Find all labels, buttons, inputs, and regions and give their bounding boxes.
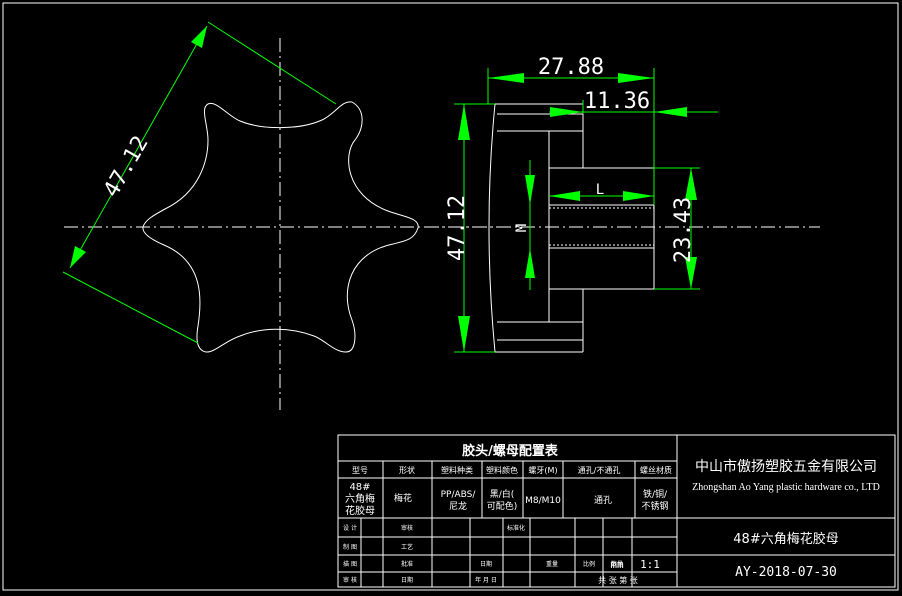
sign-cell-1-2: 工艺 (401, 543, 413, 551)
config-header-4: 螺牙(M) (528, 465, 557, 475)
sign-cell-0-5: 标准化 (507, 524, 525, 532)
config-header-3: 塑料颜色 (486, 465, 518, 475)
material-cell-line1: PP/ABS/ (441, 490, 477, 500)
model-cell-line1: 48# (349, 482, 370, 493)
sign-cell-2-4: 日期 (480, 560, 492, 568)
sign-cell-2-0: 描 图 (343, 560, 357, 568)
sign-cell-3-0: 审 核 (343, 576, 357, 584)
screw-cell-line2: 不锈钢 (641, 500, 668, 512)
sign-cell-0-2: 审核 (401, 524, 413, 532)
thread-cell: M8/M10 (525, 496, 561, 506)
model-cell-line3: 花胶母 (345, 504, 375, 517)
dim-length-total-value: 27.88 (538, 55, 604, 80)
dim-thread-size-label: M (514, 224, 530, 232)
dim-ext-line-top (207, 21, 337, 105)
material-cell-line2: 尼龙 (449, 500, 467, 512)
sign-cell-2-6: 重量 (546, 560, 558, 568)
color-cell-line2: 可配色) (487, 500, 518, 512)
screw-cell-line1: 铁/铜/ (643, 488, 668, 500)
dim-arrow-47-bottom (458, 316, 470, 352)
dim-arrow-47-top (458, 104, 470, 140)
dim-arrow-bottom (70, 246, 86, 268)
hole-cell: 通孔 (594, 495, 612, 506)
dim-line-diagonal (69, 25, 208, 269)
dim-diagonal-value: 47.12 (99, 132, 154, 202)
shape-cell: 梅花 (394, 492, 412, 504)
side-curved-face (488, 103, 496, 353)
dim-arrow-l-left (549, 191, 580, 201)
dim-arrow-m-top (525, 175, 535, 205)
dim-ext-line-bottom (62, 271, 199, 344)
color-cell-line1: 黑/白( (490, 488, 515, 500)
sign-cell-3-2: 日期 (401, 576, 413, 584)
dim-arrow-2788-right (618, 73, 654, 83)
dim-arrow-l-right (623, 191, 654, 201)
knob-outline (142, 101, 419, 353)
dim-arrow-2788-left (488, 73, 524, 83)
dim-arrow-m-bottom (525, 248, 535, 278)
config-header-6: 螺丝材质 (640, 465, 672, 475)
side-hub (548, 167, 655, 290)
scale-cell: 1:1 (640, 558, 660, 571)
config-header-0: 型号 (352, 466, 368, 475)
sheet-count: 共 张 第 张 (598, 575, 638, 585)
config-header-1: 形状 (399, 465, 415, 475)
sign-cell-2-2: 批准 (401, 560, 413, 568)
dim-arrow-2343-bottom (685, 257, 697, 289)
dim-side-height-value: 47.12 (445, 195, 470, 261)
company-name-en: Zhongshan Ao Yang plastic hardware co., … (692, 482, 880, 493)
sign-cell-2-7: 比例 (583, 560, 595, 568)
dim-length-hub-value: 11.36 (584, 89, 650, 114)
config-table-title: 胶头/螺母配置表 (462, 443, 559, 459)
company-name-cn: 中山市傲扬塑胶五金有限公司 (695, 458, 877, 475)
title-block-border (337, 434, 896, 588)
sign-cell-3-4: 年 月 日 (475, 576, 497, 584)
dim-arrow-2343-top (685, 168, 697, 200)
config-table-headers: 型号 形状 塑料种类 塑料颜色螺牙(M) 通孔/不通孔 螺丝材质 (352, 465, 672, 475)
dim-arrow-1136-left (550, 107, 583, 117)
dim-arrow-1136-right (654, 107, 687, 117)
config-header-2: 塑料种类 (441, 465, 473, 475)
sign-cell-2-8: 数量 (611, 560, 623, 568)
drawing-date: AY-2018-07-30 (735, 565, 837, 580)
part-name: 48#六角梅花胶母 (733, 531, 838, 547)
unit-cell: mm (610, 558, 624, 571)
sign-cell-1-0: 制 图 (343, 543, 357, 551)
title-block (337, 434, 896, 588)
config-header-5: 通孔/不通孔 (578, 465, 621, 475)
dim-hub-diameter-value: 23.43 (671, 197, 696, 263)
dim-arrow-top (191, 26, 207, 48)
sign-off-rows: 设 计审核标准化制 图工艺描 图批准日期重量比例数量审 核日期年 月 日 (343, 524, 623, 584)
side-recess-bottom (548, 288, 583, 308)
dim-thread-length-label: L (596, 182, 604, 198)
sign-cell-0-0: 设 计 (343, 524, 357, 532)
side-recess-top (548, 147, 583, 169)
model-cell-line2: 六角梅 (345, 492, 375, 505)
tb-column-lines (360, 461, 636, 587)
